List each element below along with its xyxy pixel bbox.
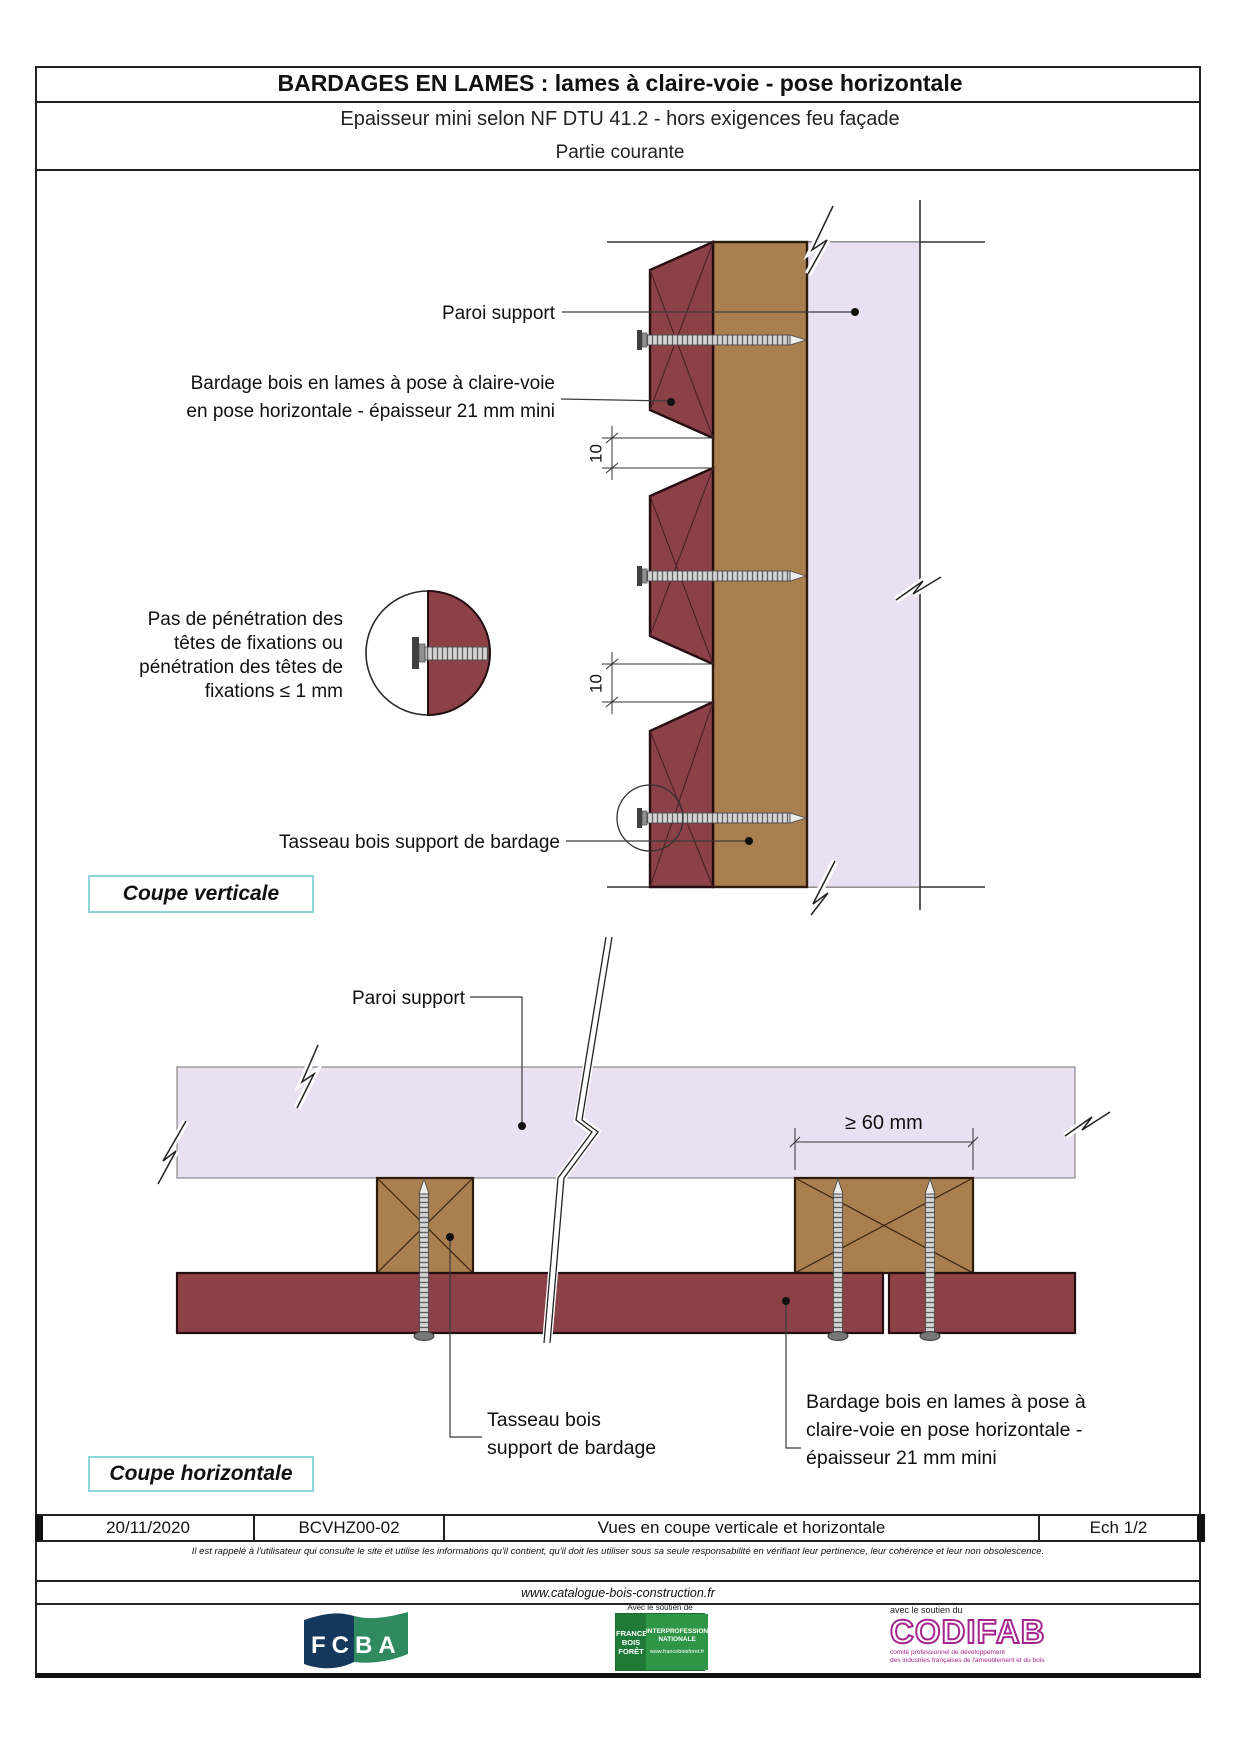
break-marks-vertical-section <box>803 204 943 918</box>
gap-dimension-2 <box>602 652 713 714</box>
fbf-name: FRANCE BOIS FORÊT <box>616 1614 647 1670</box>
batten-width-dimension-text: ≥ 60 mm <box>845 1112 923 1134</box>
leader-lines-vertical-section <box>560 308 859 845</box>
horizontal-section-drawing <box>154 936 1112 1449</box>
fixing-screws-plan <box>413 1177 941 1341</box>
fixing-penetration-note: Pas de pénétration des têtes de fixation… <box>139 609 343 702</box>
diagonal-break-line <box>542 936 614 1344</box>
fcba-logo-text: FCBA <box>311 1632 402 1659</box>
fbf-support-text: Avec le soutien de <box>627 1603 693 1612</box>
cladding-board-plan-left <box>175 1271 885 1335</box>
date-cell: 20/11/2020 <box>43 1516 255 1540</box>
header-divider-2 <box>35 169 1201 171</box>
bardage-label-horizontal: Bardage bois en lames à pose à claire-vo… <box>806 1391 1086 1469</box>
france-bois-foret-logo: Avec le soutien de FRANCE BOIS FORÊT INT… <box>614 1603 709 1671</box>
reference-cell: BCVHZ00-02 <box>255 1516 445 1540</box>
page-subtitle-2: Partie courante <box>555 142 685 163</box>
batten <box>711 240 809 889</box>
tasseau-label-horizontal: Tasseau bois support de bardage <box>487 1409 657 1459</box>
support-wall <box>806 241 921 888</box>
screw-plan-2 <box>827 1177 849 1341</box>
paroi-support-label-vertical: Paroi support <box>441 303 555 324</box>
gap-dimension-text-2: 10 <box>586 674 606 693</box>
tasseau-label-vertical: Tasseau bois support de bardage <box>279 832 560 853</box>
support-wall-plan <box>176 1066 1076 1179</box>
logos-strip: FCBA Avec le soutien de FRANCE BOIS FORÊ… <box>35 1603 1201 1678</box>
screw-1 <box>637 330 808 350</box>
vertical-section-drawing <box>365 200 985 918</box>
codifab-support-text: avec le soutien du <box>890 1605 963 1615</box>
horizontal-section-title-box: Coupe horizontale <box>88 1456 314 1492</box>
header-divider-1 <box>35 101 1201 103</box>
website-link[interactable]: www.catalogue-bois-construction.fr <box>35 1582 1201 1605</box>
cladding-board-plan-right <box>887 1271 1077 1335</box>
fbf-site: www.franceboisforet.fr <box>649 1649 705 1655</box>
disclaimer: Il est rappelé à l'utilisateur qui consu… <box>35 1542 1201 1582</box>
bardage-label-vertical: Bardage bois en lames à pose à claire-vo… <box>186 373 555 422</box>
gap-dimension-text-1: 10 <box>586 444 606 463</box>
page-title: BARDAGES EN LAMES : lames à claire-voie … <box>277 70 963 96</box>
screw-2 <box>637 566 808 586</box>
detail-reference-circle <box>616 784 684 852</box>
title-block-row: 20/11/2020 BCVHZ00-02 Vues en coupe vert… <box>35 1514 1205 1542</box>
board-2 <box>648 466 715 666</box>
scale-cell: Ech 1/2 <box>1089 1518 1148 1537</box>
codifab-tagline: comité professionnel de développement de… <box>890 1649 1045 1664</box>
vertical-section-title-box: Coupe verticale <box>88 875 314 913</box>
paroi-support-label-horizontal: Paroi support <box>352 988 466 1009</box>
break-marks-horizontal-section <box>154 1043 1112 1186</box>
codifab-logo-text: CODIFAB <box>889 1613 1046 1650</box>
screw-plan-1 <box>413 1177 435 1341</box>
page-subtitle: Epaisseur mini selon NF DTU 41.2 - hors … <box>340 107 900 130</box>
description-cell: Vues en coupe verticale et horizontale <box>445 1516 1040 1540</box>
fbf-interprofession: INTERPROFESSION NATIONALE www.francebois… <box>646 1614 709 1670</box>
batten-2-cross <box>794 1177 974 1274</box>
fixing-screws <box>637 330 808 828</box>
screw-head-detail <box>365 589 491 717</box>
gap-dimension-1 <box>602 426 713 480</box>
leader-lines-horizontal-section <box>446 996 801 1449</box>
screw-plan-3 <box>919 1177 941 1341</box>
codifab-logo: avec le soutien du CODIFAB comité profes… <box>889 1605 1120 1665</box>
fcba-logo: FCBA <box>304 1612 408 1669</box>
screw-3 <box>637 808 808 828</box>
batten-width-dimension <box>789 1128 979 1170</box>
